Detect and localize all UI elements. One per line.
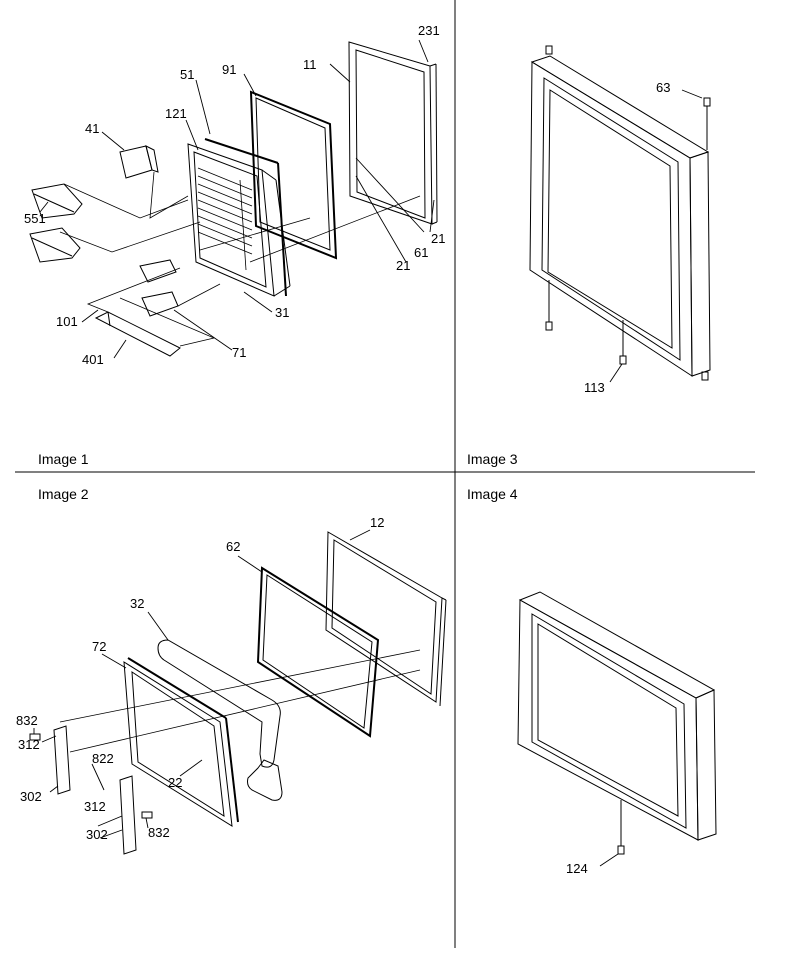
callout-label: 113 — [584, 380, 605, 395]
shelf-551-lower — [29, 227, 81, 263]
gasket-62 — [256, 566, 380, 738]
panel-caption-image3: Image 3 — [467, 451, 518, 467]
panel-caption-image2: Image 2 — [38, 486, 89, 502]
image1-leaders — [39, 39, 435, 359]
frame-image3-fasteners — [545, 45, 711, 381]
panel-caption-image1: Image 1 — [38, 451, 89, 467]
frame-image4-fasteners — [617, 800, 625, 855]
frame-image3 — [529, 55, 711, 377]
callout-label: 91 — [222, 62, 237, 77]
bin-41 — [119, 145, 159, 179]
panel-dividers — [15, 0, 755, 948]
image2-drawing — [29, 529, 447, 855]
image3-drawing — [529, 45, 711, 383]
image2-leaders — [33, 529, 371, 839]
callout-label: 11 — [303, 57, 317, 72]
image2-assembly-lines — [59, 649, 421, 753]
panel-caption-image4: Image 4 — [467, 486, 518, 502]
callout-label: 21 — [431, 231, 446, 246]
shelf-551-upper — [31, 183, 83, 219]
callout-label: 12 — [370, 515, 385, 530]
callout-label: 61 — [414, 245, 429, 260]
pin-832-lower — [141, 811, 153, 819]
callout-label: 101 — [56, 314, 78, 329]
callout-label: 22 — [168, 775, 183, 790]
callout-label: 551 — [24, 211, 46, 226]
callout-label: 302 — [86, 827, 108, 842]
callout-label: 302 — [20, 789, 42, 804]
callout-label: 63 — [656, 80, 671, 95]
panel-12 — [325, 531, 447, 707]
bin-small-upper — [139, 259, 177, 283]
image4-leaders — [599, 853, 619, 867]
hinge-302-upper — [53, 725, 71, 795]
callout-label: 312 — [84, 799, 106, 814]
callout-label: 41 — [85, 121, 100, 136]
callout-label: 832 — [16, 713, 38, 728]
foam-32 — [157, 639, 283, 801]
callout-label: 51 — [180, 67, 195, 82]
pin-832-upper — [29, 733, 41, 741]
door-gasket — [249, 90, 338, 260]
callout-label: 121 — [165, 106, 187, 121]
image4-drawing — [517, 591, 717, 867]
image1-assembly-lines — [59, 171, 421, 347]
callout-label: 124 — [566, 861, 588, 876]
image1-drawing — [29, 39, 438, 359]
liner-72 — [123, 657, 239, 827]
callout-label: 822 — [92, 751, 114, 766]
door-liner — [187, 138, 291, 297]
bar-401 — [94, 311, 181, 357]
callout-label: 62 — [226, 539, 241, 554]
hinge-302-lower — [119, 775, 137, 855]
callout-label: 231 — [418, 23, 440, 38]
callout-label: 312 — [18, 737, 40, 752]
outer-door-panel — [348, 41, 438, 225]
callout-label: 32 — [130, 596, 145, 611]
callout-label: 71 — [232, 345, 247, 360]
callout-label: 832 — [148, 825, 170, 840]
bin-small-71 — [141, 291, 179, 317]
callout-label: 401 — [82, 352, 104, 367]
callout-label: 72 — [92, 639, 107, 654]
callout-label: 31 — [275, 305, 290, 320]
frame-image4 — [517, 591, 717, 841]
image3-leaders — [609, 89, 703, 383]
callout-label: 21 — [396, 258, 411, 273]
